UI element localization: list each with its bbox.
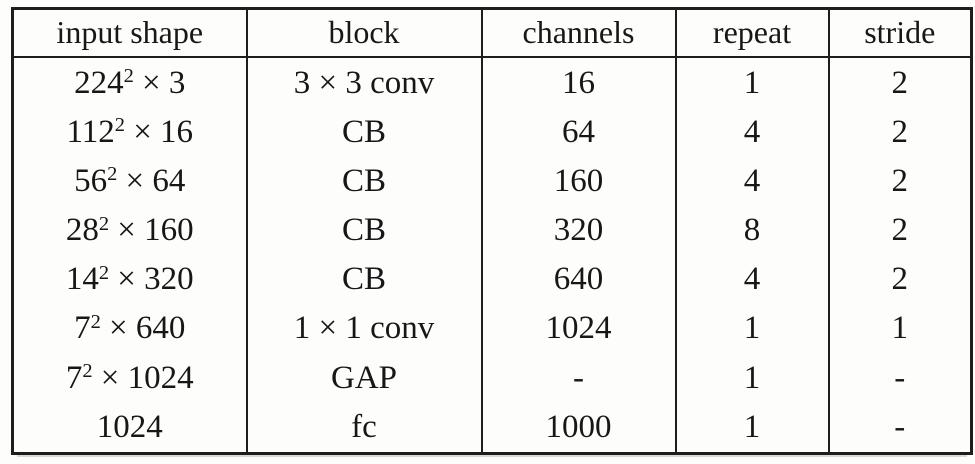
cell-channels: 1000 bbox=[480, 402, 676, 454]
header-repeat: repeat bbox=[674, 8, 829, 58]
cell-stride: 2 bbox=[827, 205, 972, 255]
exponent: 2 bbox=[98, 261, 110, 284]
cell-input-shape: 72 × 1024 bbox=[65, 359, 194, 396]
cell-input-shape: 1024 bbox=[96, 408, 163, 445]
cell-block: fc bbox=[245, 402, 482, 454]
cell-block: CB bbox=[245, 254, 482, 304]
cell-stride: 2 bbox=[827, 107, 972, 157]
cell-stride: - bbox=[827, 353, 972, 403]
cell-block: 1 × 1 conv bbox=[245, 303, 482, 354]
cell-repeat: 4 bbox=[674, 107, 829, 157]
cell-input-shape: 142 × 320 bbox=[65, 261, 194, 298]
cell-channels: - bbox=[480, 353, 676, 403]
table-header: input shape block channels repeat stride bbox=[12, 8, 972, 58]
cell-repeat: 1 bbox=[674, 402, 829, 454]
cell-input-shape: 1122 × 16 bbox=[66, 113, 194, 150]
cell-repeat: 4 bbox=[674, 156, 829, 206]
cell-repeat: 1 bbox=[674, 57, 829, 108]
exponent: 2 bbox=[123, 64, 134, 87]
cell-block: CB bbox=[245, 156, 482, 206]
cell-channels: 16 bbox=[480, 57, 676, 108]
cell-repeat: 1 bbox=[674, 303, 829, 354]
exponent: 2 bbox=[98, 212, 110, 235]
architecture-table: input shape block channels repeat stride… bbox=[11, 7, 973, 455]
cell-block: CB bbox=[245, 107, 482, 157]
cell-repeat: 1 bbox=[674, 353, 829, 403]
header-block: block bbox=[245, 8, 482, 58]
cell-input-shape: 2242 × 3 bbox=[74, 64, 186, 101]
cell-stride: 2 bbox=[827, 156, 972, 206]
cell-stride: - bbox=[827, 402, 972, 454]
exponent: 2 bbox=[82, 359, 93, 382]
cell-repeat: 8 bbox=[674, 205, 829, 255]
cell-repeat: 4 bbox=[674, 254, 829, 304]
exponent: 2 bbox=[90, 310, 101, 333]
cell-channels: 640 bbox=[480, 254, 676, 304]
cell-stride: 1 bbox=[827, 303, 972, 354]
header-input-shape: input shape bbox=[12, 8, 247, 58]
cell-stride: 2 bbox=[827, 57, 972, 108]
cell-input-shape: 282 × 160 bbox=[65, 212, 194, 249]
cell-block: GAP bbox=[245, 353, 482, 403]
cell-stride: 2 bbox=[827, 254, 972, 304]
cell-input-shape: 562 × 64 bbox=[74, 163, 186, 200]
exponent: 2 bbox=[107, 163, 118, 186]
cell-block: CB bbox=[245, 205, 482, 255]
cell-block: 3 × 3 conv bbox=[245, 57, 482, 108]
header-channels: channels bbox=[480, 8, 676, 58]
header-stride: stride bbox=[827, 8, 972, 58]
cell-input-shape: 72 × 640 bbox=[74, 310, 186, 347]
cell-channels: 160 bbox=[480, 156, 676, 206]
exponent: 2 bbox=[114, 114, 125, 137]
cell-channels: 1024 bbox=[480, 303, 676, 354]
cell-channels: 320 bbox=[480, 205, 676, 255]
header-row: input shape block channels repeat stride bbox=[12, 8, 972, 58]
cell-channels: 64 bbox=[480, 107, 676, 157]
